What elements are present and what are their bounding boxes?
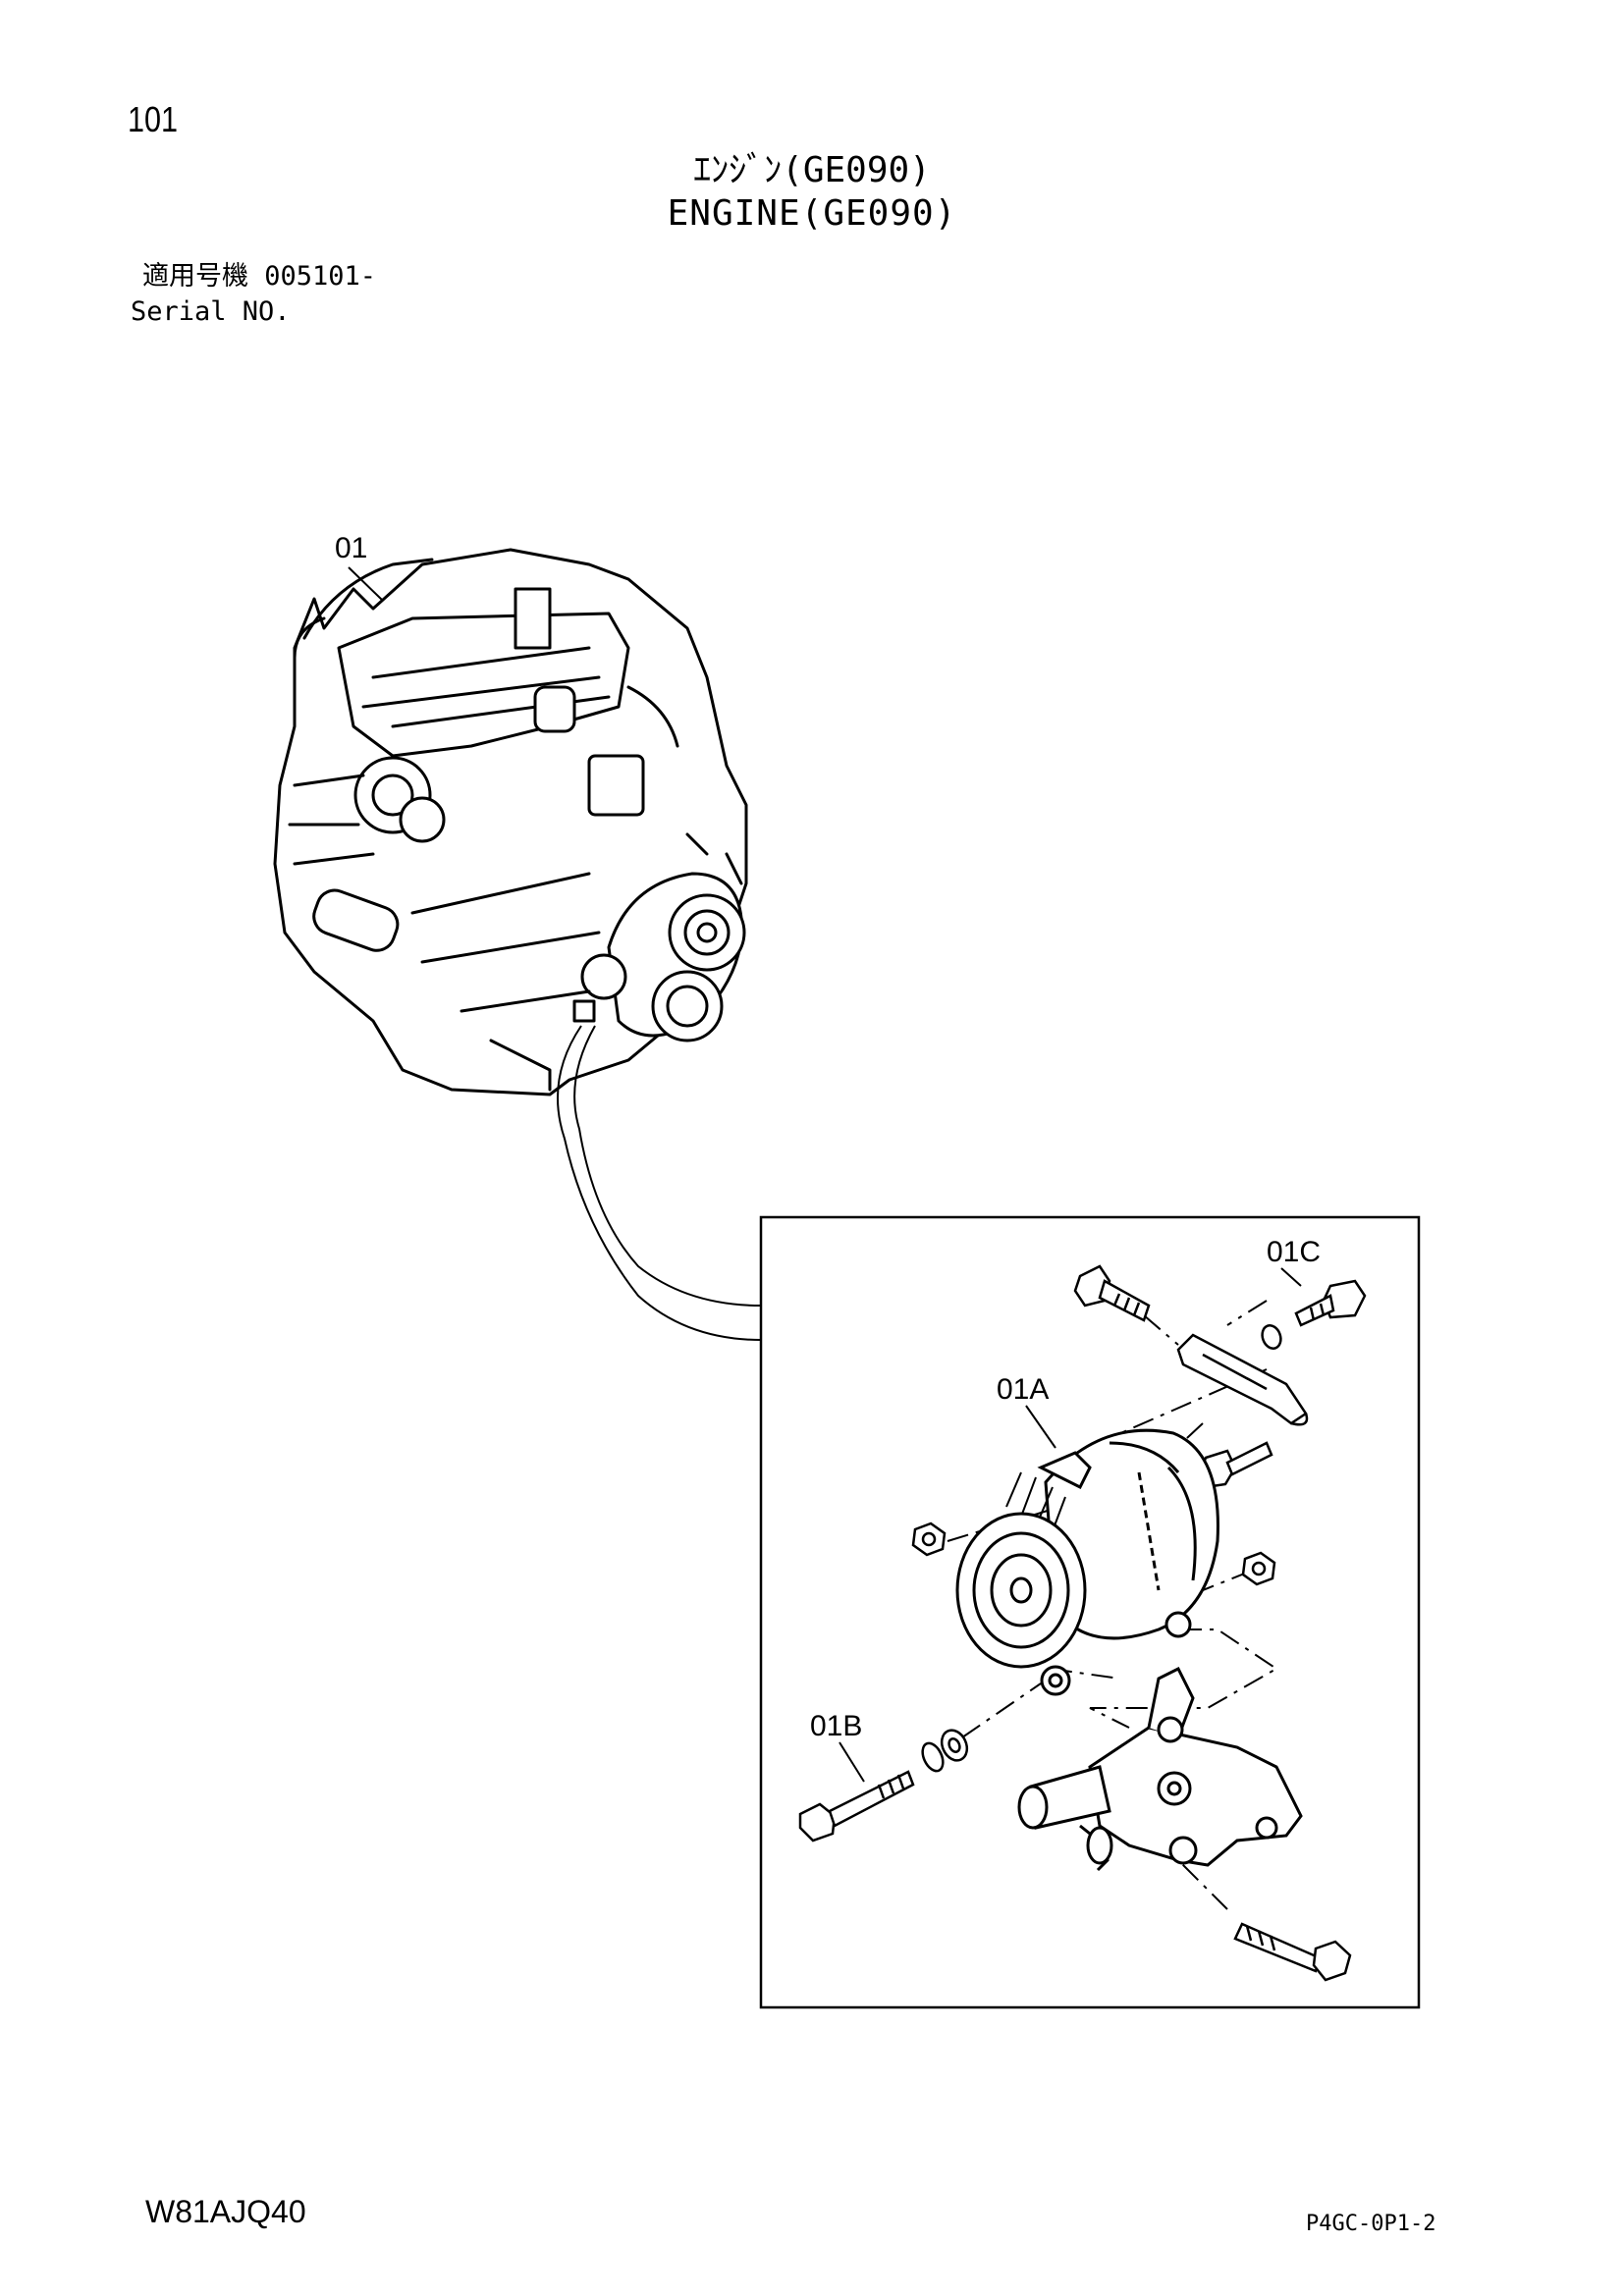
detail-connector-line-1 (573, 1025, 762, 1307)
detail-view-box (759, 1215, 1421, 2009)
adjusting-strap[interactable] (1176, 1333, 1309, 1426)
callout-01c-label: 01C (1267, 1236, 1321, 1268)
alternator-01a[interactable] (955, 1428, 1219, 1696)
bolt-01c[interactable] (1259, 1279, 1367, 1351)
engine-illustration[interactable] (273, 548, 748, 1096)
nut-left[interactable] (911, 1522, 947, 1557)
callout-01a-label: 01A (997, 1373, 1049, 1406)
callout-01b-label: 01B (810, 1710, 862, 1742)
bolt-upper-left[interactable] (1073, 1264, 1151, 1322)
callout-01a-leader (1025, 1405, 1056, 1449)
serial-label-english: Serial NO. (131, 296, 291, 327)
footer-page-code: P4GC-0P1-2 (1306, 2212, 1436, 2236)
callout-engine-label: 01 (335, 532, 367, 564)
bolt-bottom[interactable] (1233, 1922, 1352, 1982)
page-title-english: ENGINE(GE090) (667, 193, 957, 234)
callout-01c-leader (1280, 1267, 1302, 1287)
nut-right[interactable] (1241, 1551, 1276, 1586)
bolt-01b[interactable] (798, 1726, 972, 1842)
mounting-bracket[interactable] (1017, 1666, 1303, 1872)
callout-01b-leader (839, 1741, 865, 1783)
page-title-japanese: ｴﾝｼﾞﾝ(GE090) (693, 150, 931, 190)
serial-range-japanese: 適用号機 005101- (142, 261, 377, 292)
page-number: 101 (128, 99, 179, 139)
detail-connector-line-2 (557, 1025, 762, 1341)
callout-engine-leader (348, 566, 384, 602)
footer-drawing-code: W81AJQ40 (145, 2194, 306, 2229)
